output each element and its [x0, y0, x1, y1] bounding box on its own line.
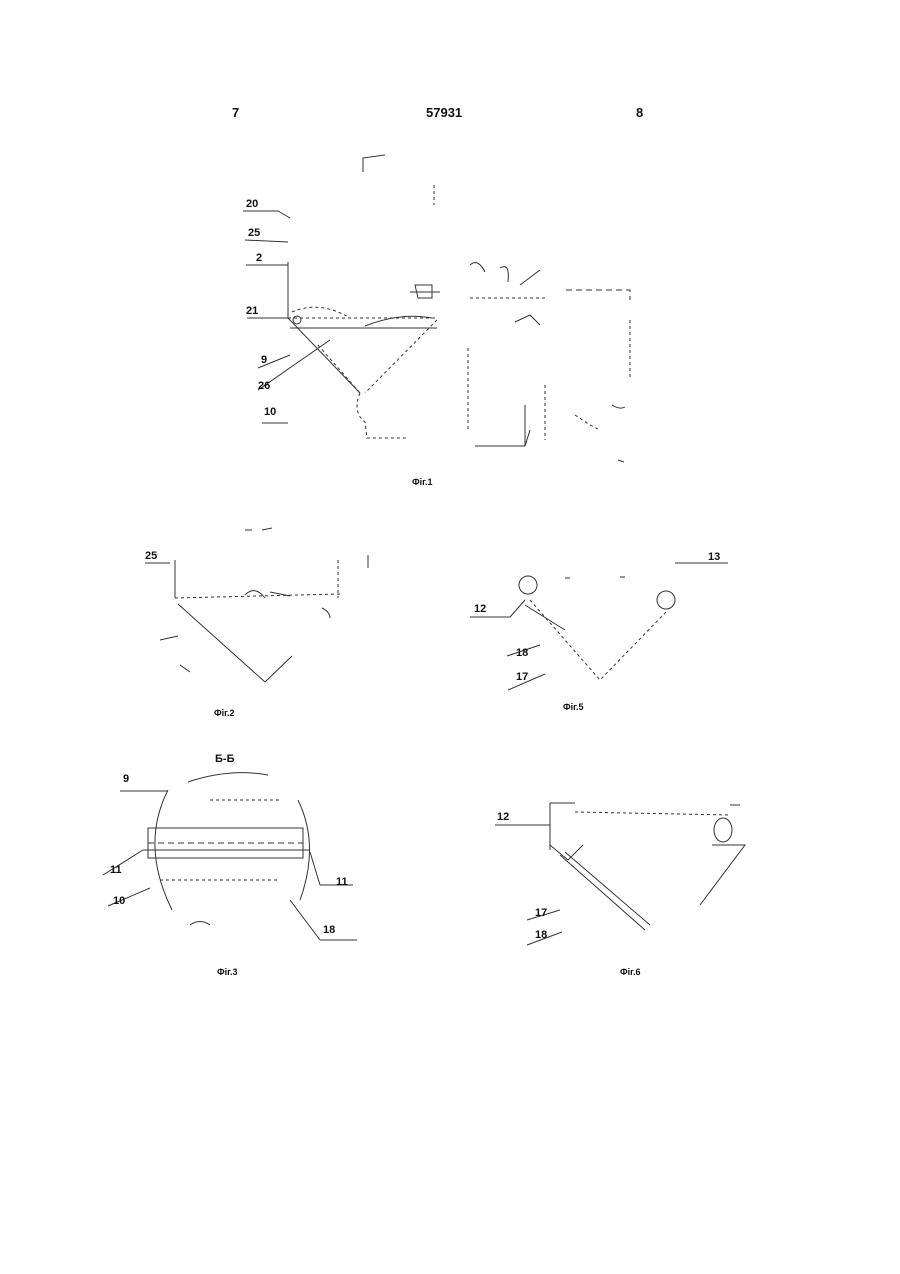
- fig6-label-18: 18: [535, 929, 547, 941]
- fig5-label-17: 17: [516, 671, 528, 683]
- fig3-label-9: 9: [123, 773, 129, 785]
- fig1-label-10: 10: [264, 406, 276, 418]
- fig6-caption: Фіг.6: [620, 966, 641, 978]
- fig2-label-25: 25: [145, 550, 157, 562]
- fig5-caption: Фіг.5: [563, 701, 584, 713]
- fig1-label-21: 21: [246, 305, 258, 317]
- fig1-label-25: 25: [248, 227, 260, 239]
- fig3-label-11-right: 11: [336, 876, 348, 888]
- figure-1-drawing: [243, 155, 630, 462]
- figure-2-drawing: [145, 528, 368, 682]
- fig2-caption: Фіг.2: [214, 707, 235, 719]
- fig1-caption: Фіг.1: [412, 476, 433, 488]
- fig5-label-18: 18: [516, 647, 528, 659]
- fig1-label-9: 9: [261, 354, 267, 366]
- fig3-label-10: 10: [113, 895, 125, 907]
- fig1-label-26: 26: [258, 380, 270, 392]
- fig6-label-17: 17: [535, 907, 547, 919]
- fig3-label-11-left: 11: [110, 864, 122, 876]
- fig6-label-12: 12: [497, 811, 509, 823]
- fig3-section-label: Б-Б: [215, 753, 234, 765]
- fig1-label-20: 20: [246, 198, 258, 210]
- figure-6-drawing: [495, 803, 745, 945]
- fig5-label-12: 12: [474, 603, 486, 615]
- fig3-caption: Фіг.3: [217, 966, 238, 978]
- fig5-label-13: 13: [708, 551, 720, 563]
- fig3-label-18: 18: [323, 924, 335, 936]
- figure-5-drawing: [470, 563, 728, 690]
- figure-3-drawing: [103, 773, 357, 940]
- fig1-label-2: 2: [256, 252, 262, 264]
